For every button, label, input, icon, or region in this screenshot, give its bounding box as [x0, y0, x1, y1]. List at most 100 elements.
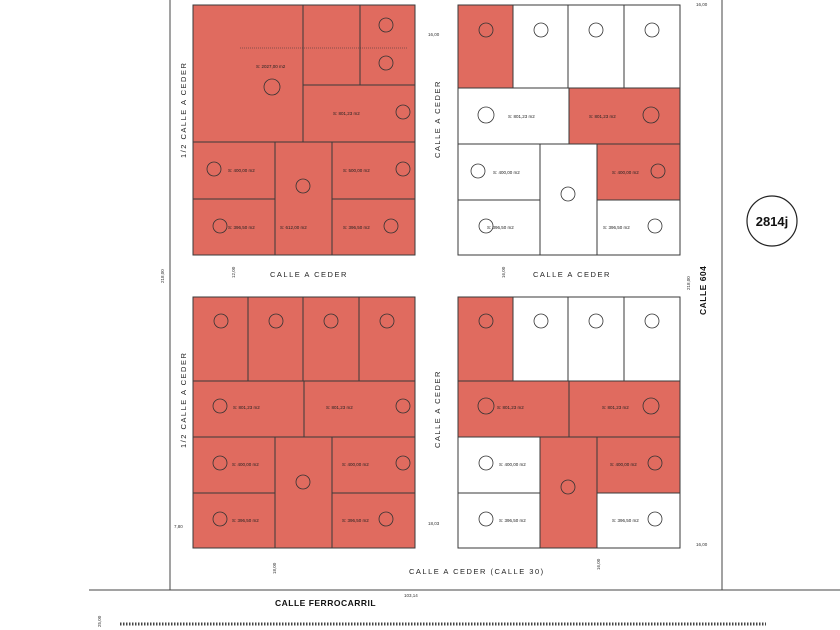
street-label-vertical: CALLE A CEDER: [433, 80, 442, 158]
dimension-label: 16,00: [428, 32, 440, 37]
lot-area-label: S: 400,00 m2: [612, 170, 639, 175]
lot-marker: [213, 313, 229, 329]
lot-marker: [647, 455, 663, 471]
dimension-label: 18,00: [272, 562, 277, 574]
lot-area-label: S: 801,23 m2: [602, 405, 629, 410]
lot-lr-top3[interactable]: [567, 296, 625, 382]
lot-marker: [560, 479, 576, 495]
lot-marker: [588, 22, 604, 38]
dimension-label: 7,80: [174, 524, 183, 529]
lot-ur-top1[interactable]: [457, 4, 514, 89]
lot-area-label: S: 400,00 m2: [228, 168, 255, 173]
lot-ul-e[interactable]: [331, 198, 416, 256]
badge-circle: [746, 195, 798, 247]
lot-marker: [644, 313, 660, 329]
lot-big[interactable]: [192, 4, 304, 143]
lot-ul-corner[interactable]: [359, 4, 416, 86]
lot-marker: [533, 22, 549, 38]
dimension-label: 103,14: [404, 593, 418, 598]
lot-area-label: S: 2027,00 m2: [256, 64, 286, 69]
lot-marker: [470, 163, 486, 179]
lot-marker: [383, 218, 399, 234]
street-label-calle-a-ceder: CALLE A CEDER: [270, 270, 348, 279]
lot-ll-c[interactable]: [192, 492, 276, 549]
lot-area-label: S: 396,50 m2: [232, 518, 259, 523]
lot-marker: [647, 511, 663, 527]
lot-ul-d[interactable]: [274, 141, 333, 256]
block-lower-right: S: 801,23 m2 S: 801,23 m2 S: 400,00 m2 S…: [457, 296, 681, 549]
lot-ur-top2[interactable]: [512, 4, 569, 89]
lot-marker: [477, 106, 495, 124]
lot-ur-top3[interactable]: [567, 4, 625, 89]
lot-marker: [395, 161, 411, 177]
lot-marker: [263, 78, 281, 96]
lot-marker: [478, 218, 494, 234]
lot-marker: [212, 455, 228, 471]
street-label-calle-604: CALLE 604: [698, 266, 708, 315]
lot-lr-top4[interactable]: [623, 296, 681, 382]
lot-area-label: S: 396,50 m2: [499, 518, 526, 523]
lot-lr-c[interactable]: [457, 492, 541, 549]
lot-area-label: S: 396,50 m2: [342, 518, 369, 523]
lot-marker: [477, 397, 495, 415]
street-label-vertical: CALLE A CEDER: [433, 370, 442, 448]
lot-marker: [642, 397, 660, 415]
lot-marker: [323, 313, 339, 329]
lot-marker: [206, 161, 222, 177]
lot-area-label: S: 801,23 m2: [508, 114, 535, 119]
lot-marker: [395, 398, 411, 414]
badge-label: 2814j: [756, 214, 789, 229]
lot-marker: [212, 511, 228, 527]
lot-ll-top1[interactable]: [192, 296, 249, 382]
lot-lr-d[interactable]: [539, 436, 598, 549]
street-label-half: 1/2 CALLE A CEDER: [179, 352, 188, 448]
lot-ll-mid2[interactable]: [303, 380, 416, 438]
lot-ll-mid1[interactable]: [192, 380, 305, 438]
lot-marker: [268, 313, 284, 329]
lot-marker: [378, 17, 394, 33]
lot-area-label: S: 801,23 m2: [333, 111, 360, 116]
dimension-label: 16,00: [696, 2, 708, 7]
lot-ll-top3[interactable]: [302, 296, 360, 382]
lot-area-label: S: 400,00 m2: [499, 462, 526, 467]
lot-ll-d[interactable]: [274, 436, 333, 549]
lot-marker: [650, 163, 666, 179]
plan-badge: 2814j: [746, 195, 798, 247]
lot-ll-top4[interactable]: [358, 296, 416, 382]
lot-lr-top2[interactable]: [512, 296, 569, 382]
lot-marker: [533, 313, 549, 329]
lot-lr-top1[interactable]: [457, 296, 514, 382]
lot-ll-top2[interactable]: [247, 296, 304, 382]
lot-area-label: S: 801,23 m2: [589, 114, 616, 119]
street-label-calle-ferrocarril: CALLE FERROCARRIL: [275, 598, 376, 608]
lot-ur-bot2[interactable]: [596, 199, 681, 256]
lot-marker: [395, 104, 411, 120]
lot-ur-low1[interactable]: [457, 143, 541, 201]
lot-ll-e[interactable]: [331, 492, 416, 549]
lot-marker: [378, 511, 394, 527]
lot-lr-mid1[interactable]: [457, 380, 570, 438]
lot-area-label: S: 400,00 m2: [610, 462, 637, 467]
block-upper-right: S: 801,23 m2 S: 801,23 m2 S: 400,00 m2 S…: [457, 4, 681, 256]
lot-area-label: S: 500,00 m2: [343, 168, 370, 173]
lot-area-label: S: 612,00 m2: [280, 225, 307, 230]
lot-area-label: S: 801,23 m2: [233, 405, 260, 410]
lot-ll-b[interactable]: [331, 436, 416, 494]
lot-ll-a[interactable]: [192, 436, 276, 494]
dimension-label: 12,00: [231, 266, 236, 278]
lot-marker: [295, 178, 311, 194]
lot-ur-low3[interactable]: [596, 143, 681, 201]
lot-ul-b[interactable]: [331, 141, 416, 200]
lot-marker: [478, 455, 494, 471]
lot-marker: [560, 186, 576, 202]
lot-ur-low2[interactable]: [539, 143, 598, 256]
street-label-calle-a-ceder: CALLE A CEDER: [533, 270, 611, 279]
dimension-label: 16,00: [501, 266, 506, 278]
lot-ur-mid2[interactable]: [568, 87, 681, 145]
lot-ur-top4[interactable]: [623, 4, 681, 89]
lot-lr-e[interactable]: [596, 492, 681, 549]
lot-ur-bot1[interactable]: [457, 199, 541, 256]
lot-marker: [212, 398, 228, 414]
lot-ur-mid1[interactable]: [457, 87, 570, 145]
